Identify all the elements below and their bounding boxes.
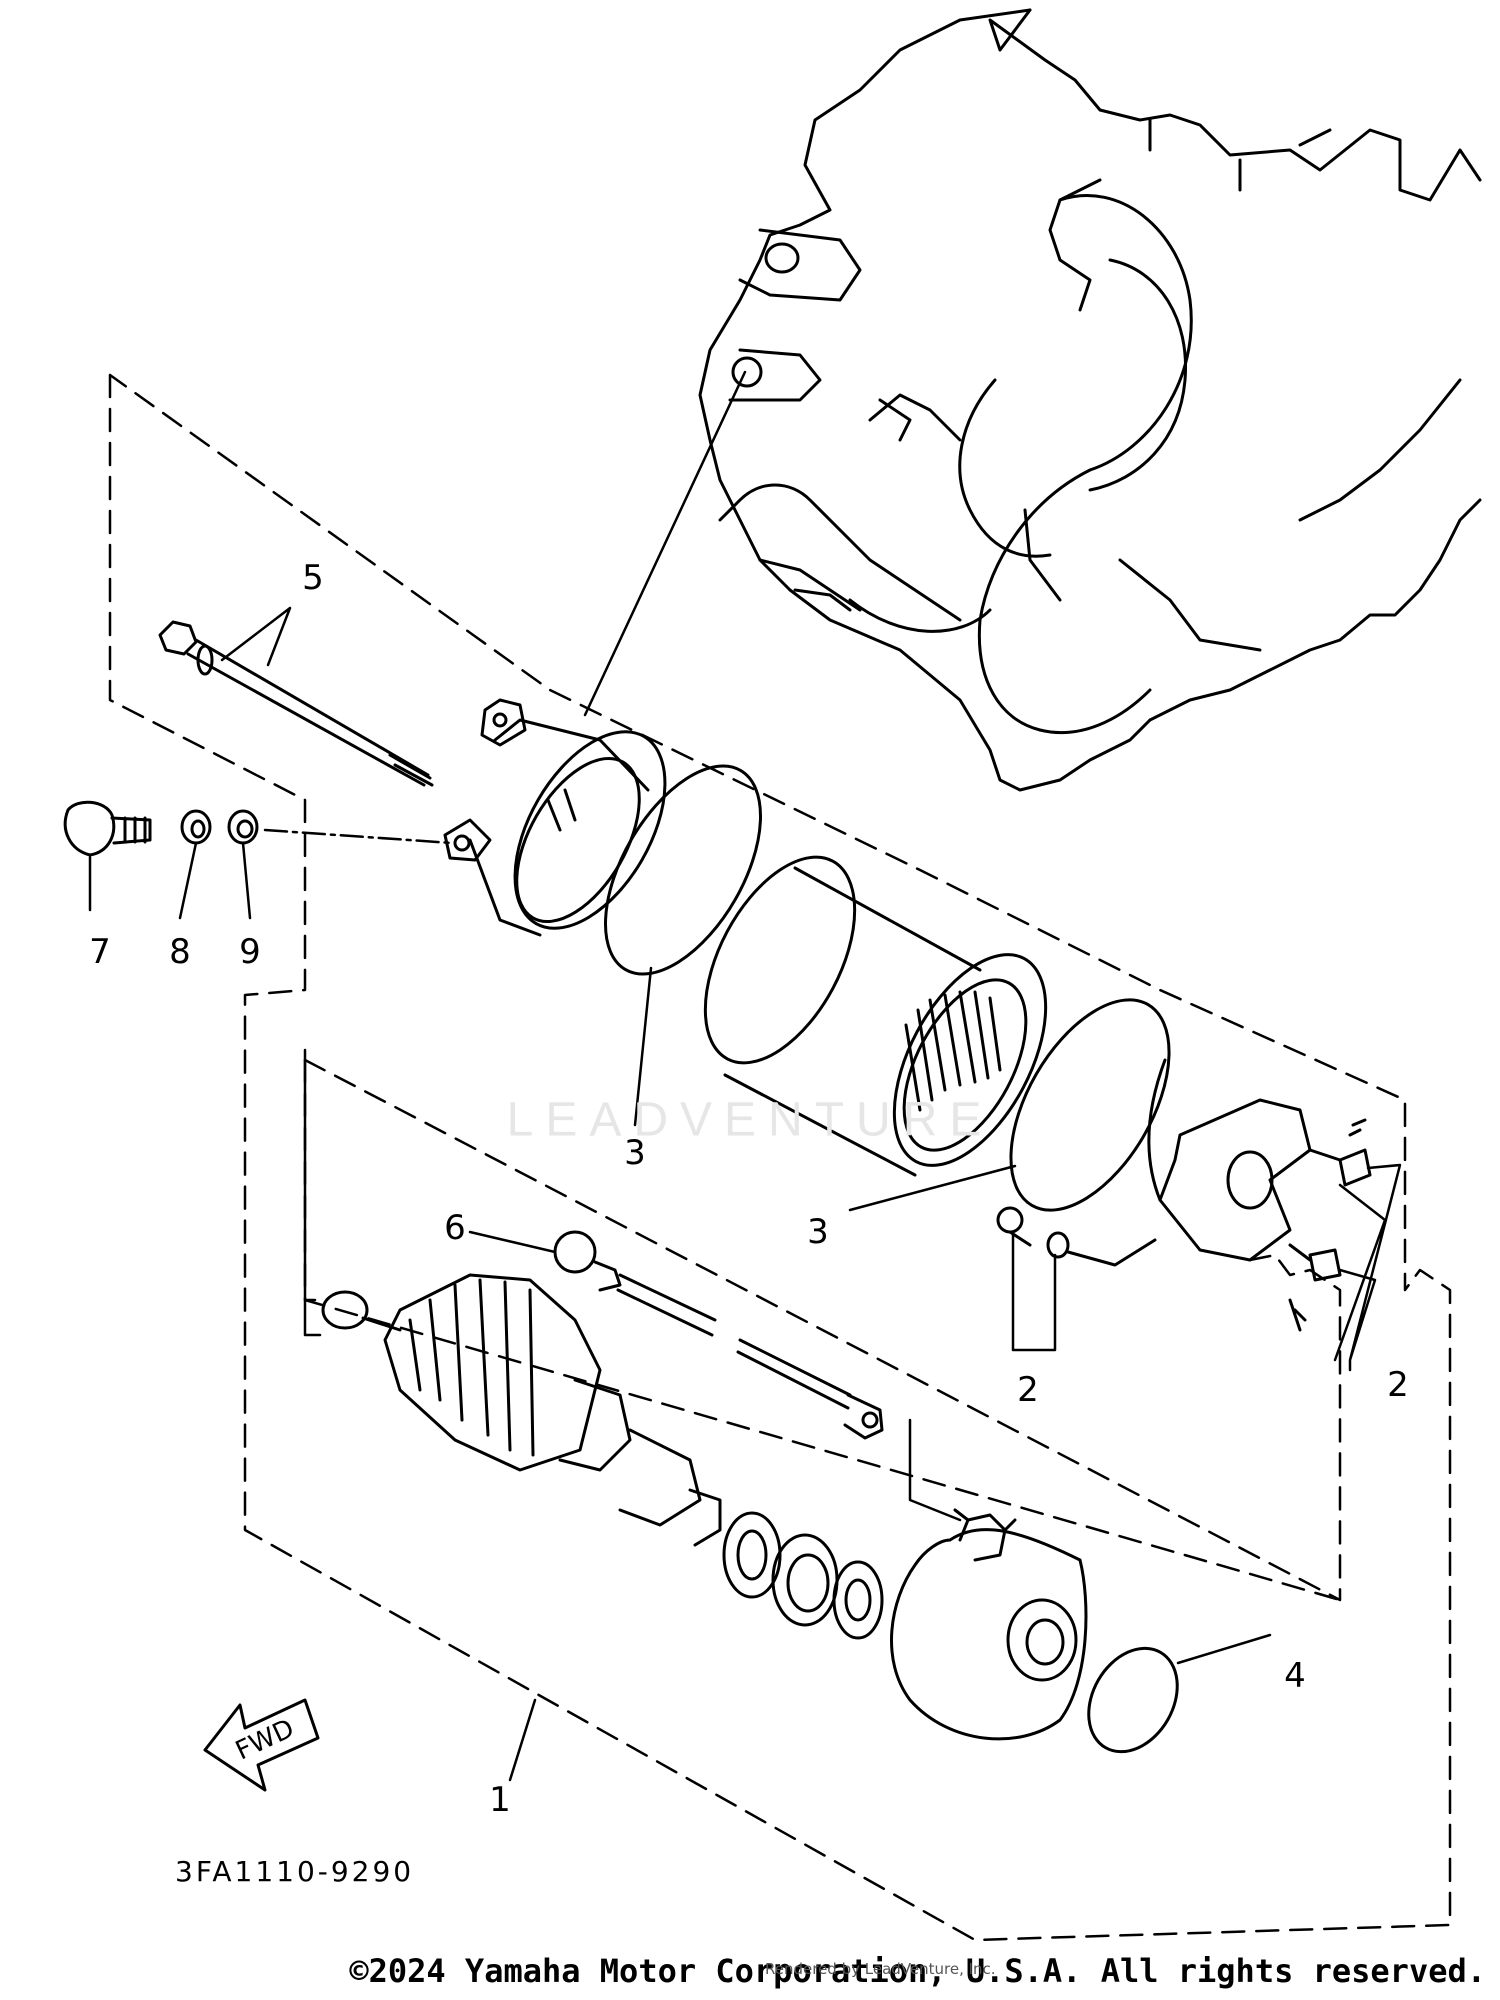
callout-8: 8 [169,932,191,972]
bolt-7 [63,800,152,857]
rear-cover [890,1508,1088,1741]
copyright-notice: ©2024 Yamaha Motor Corporation, U.S.A. A… [349,1952,1486,1990]
rendered-note: Rendered by LeadVenture, Inc. [765,1960,996,1978]
o-ring-3-upper [604,764,762,976]
callout-3-lower: 3 [807,1212,829,1252]
figure-code: 3FA1110-9290 [175,1855,415,1888]
washers-bearing [722,1511,884,1640]
alignment-line-front-cover [583,370,747,717]
callout-2-left: 2 [1017,1370,1039,1410]
watermark: LEADVENTURE [506,1093,994,1147]
callout-7: 7 [89,932,111,972]
callout-1: 1 [489,1780,511,1820]
o-ring-4 [1087,1646,1179,1754]
armature [321,1273,722,1547]
crankcase-outline [698,8,1482,792]
callout-6: 6 [444,1208,466,1248]
callout-3-upper: 3 [624,1133,646,1173]
through-bolt-5 [158,620,434,787]
fwd-arrow-icon [203,1698,320,1792]
callout-4: 4 [1284,1656,1306,1696]
front-cover [443,698,667,937]
callout-5: 5 [302,558,324,598]
callout-2-right: 2 [1387,1365,1409,1405]
screw-washer-2 [996,1206,1157,1267]
brush-holder-2 [1147,1058,1372,1332]
o-ring-3-lower [1009,998,1171,1212]
assembly-boundary-dashed [108,373,1452,1942]
callout-9: 9 [239,932,261,972]
yoke-housing [703,855,1048,1177]
leader-lines [88,606,1402,1782]
alignment-line-7-9 [263,828,454,845]
washer-8 [180,809,212,845]
washer-9 [227,809,259,845]
